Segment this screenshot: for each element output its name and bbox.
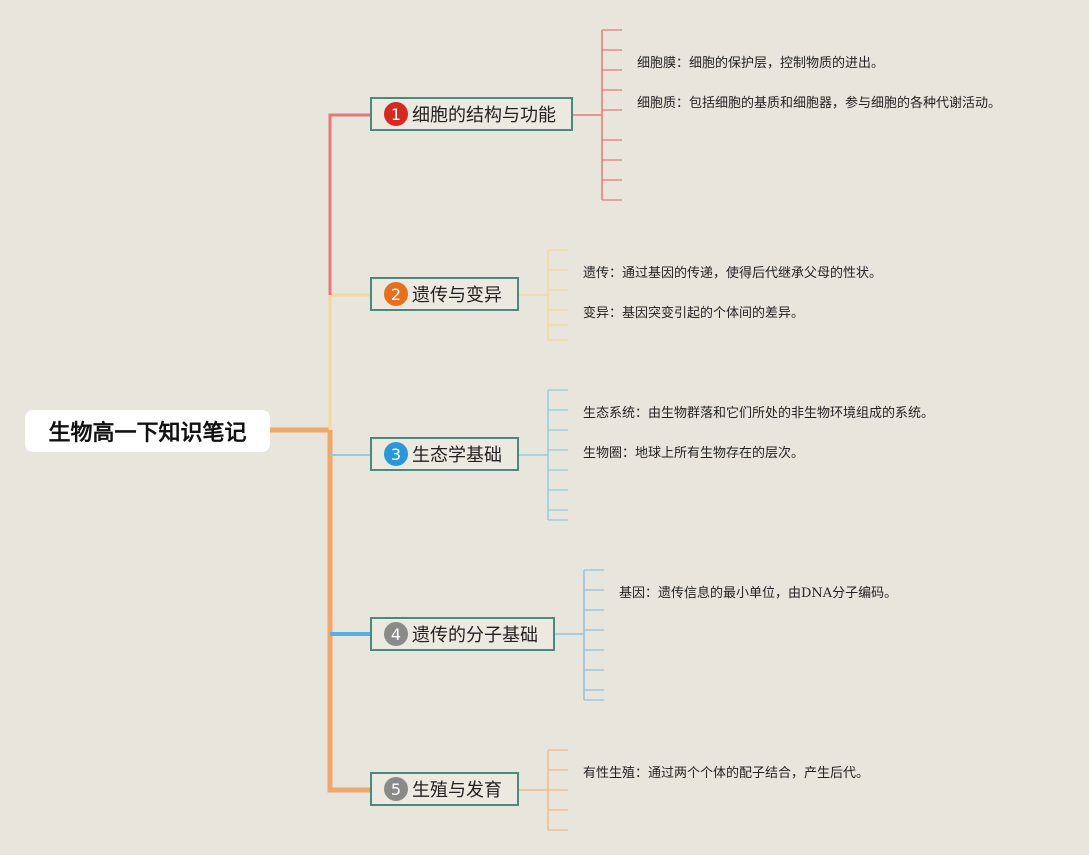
- branch-node-3[interactable]: 3 生态学基础: [370, 437, 519, 471]
- leaf-item: 有性生殖：通过两个个体的配子结合，产生后代。: [583, 766, 870, 781]
- number-badge-icon: 3: [384, 442, 408, 466]
- root-node[interactable]: 生物高一下知识笔记: [25, 410, 270, 452]
- branch-label: 遗传与变异: [412, 285, 502, 306]
- leaf-item: 基因：遗传信息的最小单位，由DNA分子编码。: [619, 586, 898, 601]
- branch-label: 遗传的分子基础: [412, 625, 538, 646]
- leaf-item: 生态系统：由生物群落和它们所处的非生物环境组成的系统。: [583, 406, 935, 421]
- leaf-item: 细胞质：包括细胞的基质和细胞器，参与细胞的各种代谢活动。: [637, 96, 1002, 111]
- number-badge-icon: 4: [384, 622, 408, 646]
- leaf-item: 变异：基因突变引起的个体间的差异。: [583, 306, 805, 321]
- branch-node-4[interactable]: 4 遗传的分子基础: [370, 617, 555, 651]
- branch-node-5[interactable]: 5 生殖与发育: [370, 772, 519, 806]
- branch-node-2[interactable]: 2 遗传与变异: [370, 277, 519, 311]
- root-title: 生物高一下知识笔记: [48, 421, 247, 446]
- branch-node-1[interactable]: 1 细胞的结构与功能: [370, 97, 573, 131]
- branch-label: 生殖与发育: [412, 780, 502, 801]
- number-badge-icon: 5: [384, 777, 408, 801]
- number-badge-icon: 1: [384, 102, 408, 126]
- branch-label: 细胞的结构与功能: [412, 105, 556, 126]
- leaf-item: 细胞膜：细胞的保护层，控制物质的进出。: [637, 56, 885, 71]
- leaf-item: 生物圈：地球上所有生物存在的层次。: [583, 446, 805, 461]
- branch-label: 生态学基础: [412, 445, 502, 466]
- leaf-item: 遗传：通过基因的传递，使得后代继承父母的性状。: [583, 266, 883, 281]
- number-badge-icon: 2: [384, 282, 408, 306]
